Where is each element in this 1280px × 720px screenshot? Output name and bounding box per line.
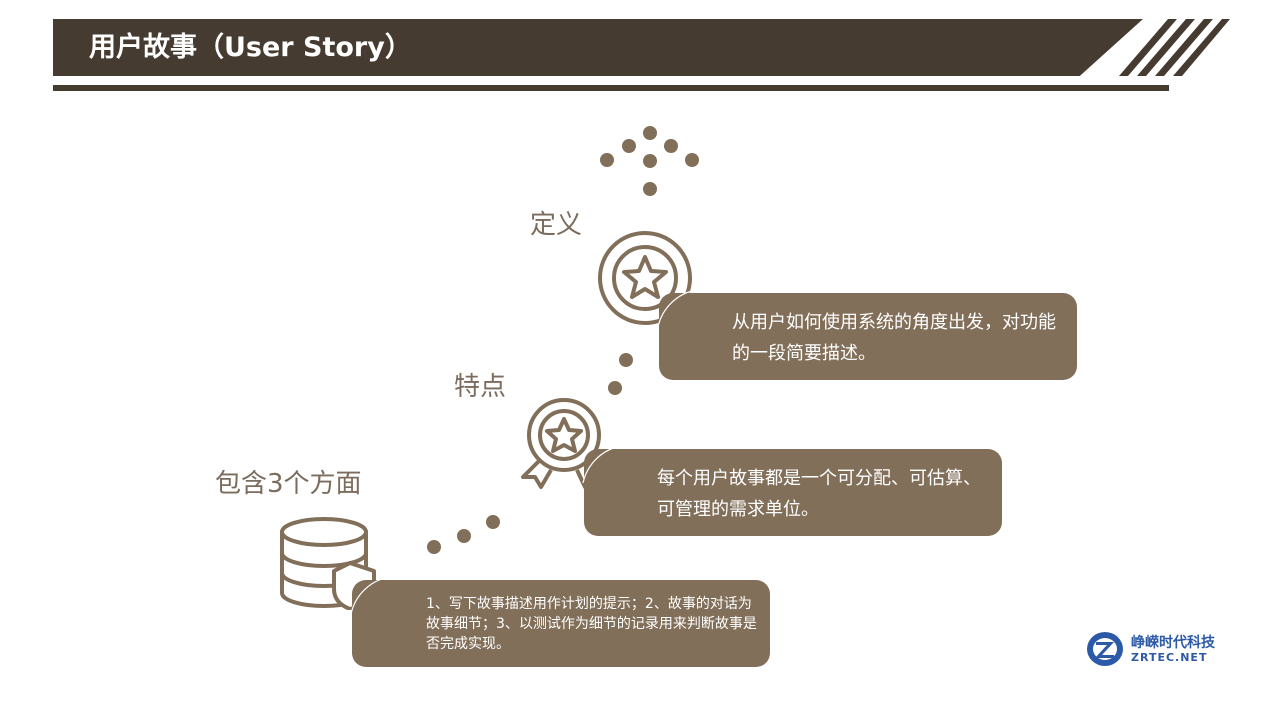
logo-en-text: ZRTEC.NET xyxy=(1131,651,1208,664)
contents-box-arc xyxy=(350,576,390,615)
star-circle-icon xyxy=(598,231,692,325)
section-label-contents: 包含3个方面 xyxy=(215,469,362,499)
feature-text: 每个用户故事都是一个可分配、可估算、可管理的需求单位。 xyxy=(657,468,981,520)
definition-text: 从用户如何使用系统的角度出发，对功能的一段简要描述。 xyxy=(732,312,1056,364)
feature-box-arc xyxy=(582,445,622,484)
feature-box: 每个用户故事都是一个可分配、可估算、可管理的需求单位。 xyxy=(584,449,1002,536)
header-underline xyxy=(53,85,1169,91)
page-title: 用户故事（User Story） xyxy=(89,32,412,63)
definition-box: 从用户如何使用系统的角度出发，对功能的一段简要描述。 xyxy=(659,293,1077,380)
logo-z-icon xyxy=(1087,632,1123,666)
logo-cn-text: 峥嵘时代科技 xyxy=(1131,635,1215,651)
section-label-definition: 定义 xyxy=(530,210,583,240)
section-label-feature: 特点 xyxy=(454,372,507,402)
header-stripes xyxy=(1119,19,1230,76)
header-bar xyxy=(53,19,1143,76)
company-logo: 峥嵘时代科技 ZRTEC.NET xyxy=(1085,628,1225,670)
contents-box: 1、写下故事描述用作计划的提示；2、故事的对话为故事细节；3、以测试作为细节的记… xyxy=(352,580,770,667)
contents-text: 1、写下故事描述用作计划的提示；2、故事的对话为故事细节；3、以测试作为细节的记… xyxy=(426,596,757,652)
definition-box-arc xyxy=(657,289,697,328)
